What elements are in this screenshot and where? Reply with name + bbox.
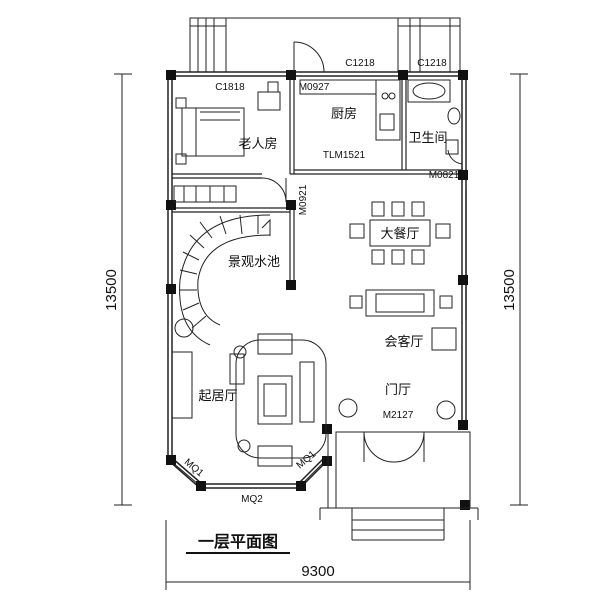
kitchen-counter: [299, 79, 401, 141]
guest-sofa: [349, 289, 457, 351]
code-c1218-a: C1218: [345, 58, 375, 69]
entrance-porch: [319, 431, 479, 541]
dimension-height-left: 13500: [103, 269, 120, 311]
bathroom-fixtures: [407, 79, 461, 155]
door-swings: [261, 41, 463, 463]
room-dining: 大餐厅: [380, 226, 419, 242]
interior-walls: [172, 76, 467, 320]
code-tlm1521: TLM1521: [323, 150, 366, 161]
room-kitchen: 厨房: [331, 106, 357, 122]
code-m0927: M0927: [299, 82, 330, 93]
elder-room-bed: [175, 81, 281, 165]
room-elder: 老人房: [238, 136, 277, 152]
code-m0921: M0921: [298, 184, 309, 215]
room-pond: 景观水池: [228, 255, 280, 270]
code-c1218-b: C1218: [417, 58, 447, 69]
dimension-height-right: 13500: [501, 269, 518, 311]
room-guest: 会客厅: [384, 334, 423, 350]
code-mq2: MQ2: [241, 494, 263, 505]
dimension-lines: [114, 73, 528, 590]
balcony-top: [189, 17, 461, 72]
room-foyer: 门厅: [385, 383, 411, 398]
living-furniture: [171, 333, 327, 467]
dimension-width: 9300: [301, 563, 334, 580]
plants: [174, 318, 456, 453]
room-living: 起居厅: [198, 389, 237, 404]
plan-title: 一层平面图: [198, 532, 278, 551]
room-bathroom: 卫生间: [408, 131, 447, 146]
code-m0821: M0821: [429, 170, 460, 181]
code-m2127: M2127: [383, 410, 414, 421]
code-c1818: C1818: [215, 82, 245, 93]
wall-columns: [166, 70, 470, 510]
elder-room-window-shelf: [173, 185, 237, 203]
spiral-staircase: [179, 214, 271, 346]
dining-table: [349, 201, 451, 265]
